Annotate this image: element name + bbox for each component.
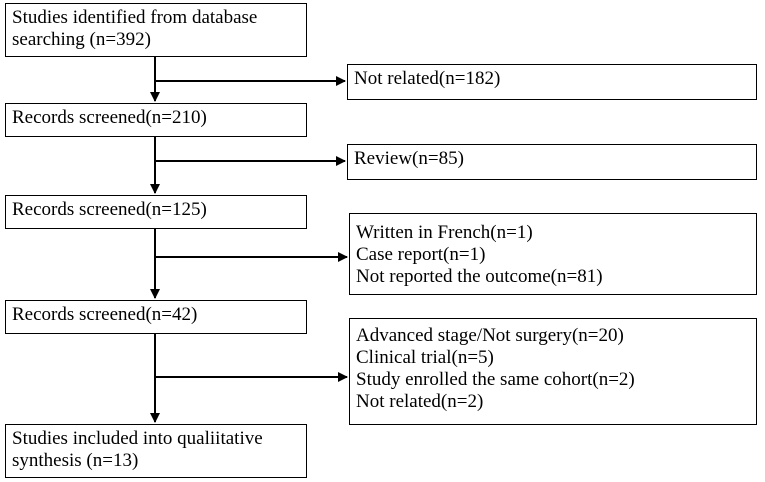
box-included-line-1: Studies included into qualiitative	[12, 428, 263, 449]
box-identified-line-1: Studies identified from database	[12, 7, 258, 28]
box-screened-125: Records screened(n=125)	[5, 195, 307, 229]
box-excl-3-line-3: Not reported the outcome(n=81)	[356, 266, 603, 287]
box-screened-125-label: Records screened(n=125)	[12, 199, 207, 220]
box-included-line-2: synthesis (n=13)	[12, 450, 139, 471]
box-identified-line-2: searching (n=392)	[12, 29, 151, 50]
box-excl-not-related: Not related(n=182)	[347, 64, 757, 100]
box-excl-3-line-1: Written in French(n=1)	[356, 222, 533, 243]
box-excl-review: Review(n=85)	[347, 144, 757, 180]
box-excl-3-line-2: Case report(n=1)	[356, 244, 486, 265]
box-excl-4-line-3: Study enrolled the same cohort(n=2)	[356, 369, 635, 390]
box-excl-4-line-2: Clinical trial(n=5)	[356, 347, 494, 368]
box-included: Studies included into qualiitative synth…	[5, 424, 307, 478]
box-screened-42-label: Records screened(n=42)	[12, 304, 198, 325]
box-excl-3: Written in French(n=1) Case report(n=1) …	[349, 213, 757, 295]
box-excl-2-label: Review(n=85)	[354, 148, 464, 169]
box-excl-1-label: Not related(n=182)	[354, 68, 501, 89]
box-screened-42: Records screened(n=42)	[5, 300, 307, 334]
box-excl-4: Advanced stage/Not surgery(n=20) Clinica…	[349, 318, 757, 425]
box-screened-210-label: Records screened(n=210)	[12, 107, 207, 128]
box-excl-4-line-4: Not related(n=2)	[356, 391, 484, 412]
box-identified: Studies identified from database searchi…	[5, 3, 307, 57]
box-screened-210: Records screened(n=210)	[5, 103, 307, 137]
box-excl-4-line-1: Advanced stage/Not surgery(n=20)	[356, 325, 624, 346]
